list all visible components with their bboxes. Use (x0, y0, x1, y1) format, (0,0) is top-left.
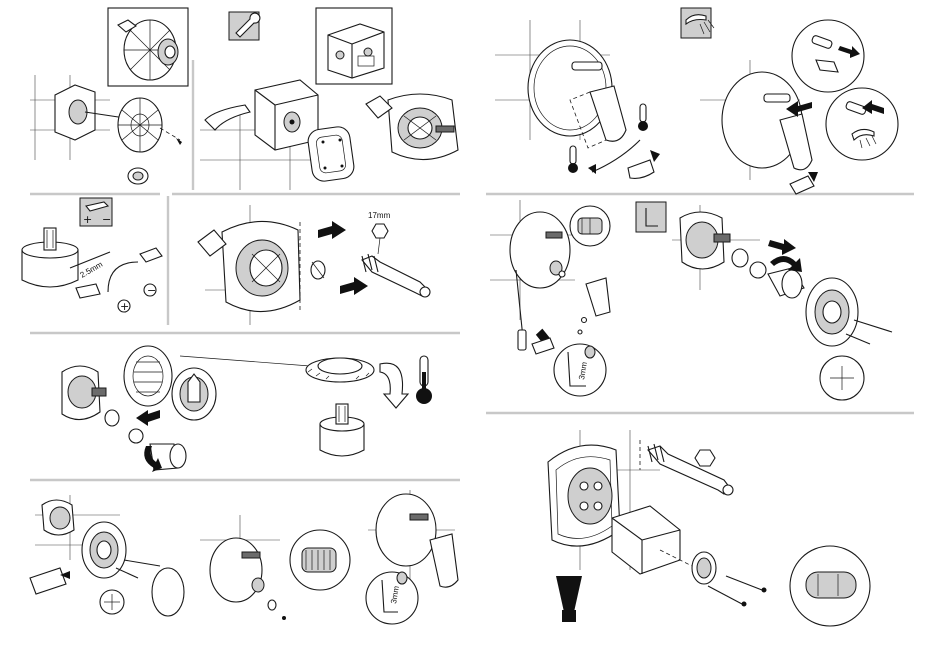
cartridge-stem (22, 228, 78, 287)
arrow-in (318, 221, 346, 239)
panel-handle-removal: 3mm (490, 200, 610, 396)
push-arrow (136, 410, 160, 426)
thermometer-icon (416, 356, 432, 404)
panel-disassembly (636, 202, 892, 400)
guard-disc (118, 98, 162, 152)
minus-marker-label: − (147, 284, 156, 297)
diverter-knob (764, 94, 790, 102)
panel-exploded-service: ! (548, 430, 870, 635)
allen-closeup: 3mm (554, 344, 606, 396)
cover-sleeve (768, 268, 804, 298)
valve-with-lever (366, 94, 458, 160)
hex-nut-icon (695, 450, 715, 466)
panel-rough-in-guard (30, 8, 188, 184)
o-ring (750, 262, 766, 278)
handle-pos-icon (790, 176, 814, 194)
sealing-strip (30, 568, 66, 594)
thermostat-cartridge (320, 404, 364, 456)
spindle (362, 254, 430, 297)
zoom-circle-lower (826, 88, 898, 160)
lever-handle-right (430, 534, 458, 587)
installation-key (205, 105, 250, 130)
wrench-size-label: 17mm (368, 211, 391, 220)
handle-pos-icon (628, 160, 654, 178)
valve-port (69, 100, 87, 124)
bolt-closeup (790, 546, 870, 626)
adapter-closeup (290, 530, 350, 590)
cover-cap (172, 368, 216, 420)
allen-key-icon-box (636, 202, 666, 232)
handle-knob (144, 444, 186, 472)
adapter-ring (105, 410, 119, 426)
minus-symbol: − (102, 213, 111, 226)
diverter-knob (572, 62, 602, 70)
thermometer-hot (638, 104, 648, 131)
cover-plate (210, 538, 262, 602)
panel-thermostat-adjust (62, 346, 432, 472)
pull-arrow (768, 239, 796, 255)
rotate-arrow (108, 262, 138, 292)
cover-disc (152, 568, 184, 616)
arrow-out (340, 277, 368, 295)
screw-closeup (820, 356, 864, 400)
panel-escutcheon-install: 3mm (30, 490, 458, 624)
lever-handle (586, 278, 610, 316)
limiter-ring (306, 358, 374, 382)
inset-box-detail (328, 24, 384, 78)
zoom-circle-upper (792, 20, 864, 92)
panel-box-install (200, 8, 458, 190)
mounting-plate (307, 125, 356, 182)
handle-pos-icon (532, 338, 554, 354)
thermometer-cold (568, 146, 578, 173)
spindle (648, 444, 733, 495)
spindle-rod (242, 552, 260, 558)
plus-marker-label: + (120, 300, 129, 313)
panel-handle-mounted (495, 20, 660, 178)
temperature-handle (124, 346, 172, 406)
lock-ring (692, 552, 716, 584)
cover-plate-right (376, 494, 436, 566)
zoom-adapter (570, 206, 610, 246)
panel-limiter-adjust: + − 2.5mm + − (22, 198, 162, 313)
panel-spindle-install: 17mm (198, 205, 430, 325)
cartridge-body (612, 506, 680, 574)
adapter-ring (732, 249, 748, 267)
panel-diverter-operation (681, 8, 898, 194)
plus-symbol: + (83, 213, 92, 226)
rotate-arrow-thermo (380, 363, 408, 408)
key-icon-upper (140, 248, 162, 262)
spindle-rod (546, 232, 562, 238)
o-ring-small (129, 429, 143, 443)
hex-nut-icon (372, 224, 388, 238)
key-icon-lower (76, 284, 100, 298)
